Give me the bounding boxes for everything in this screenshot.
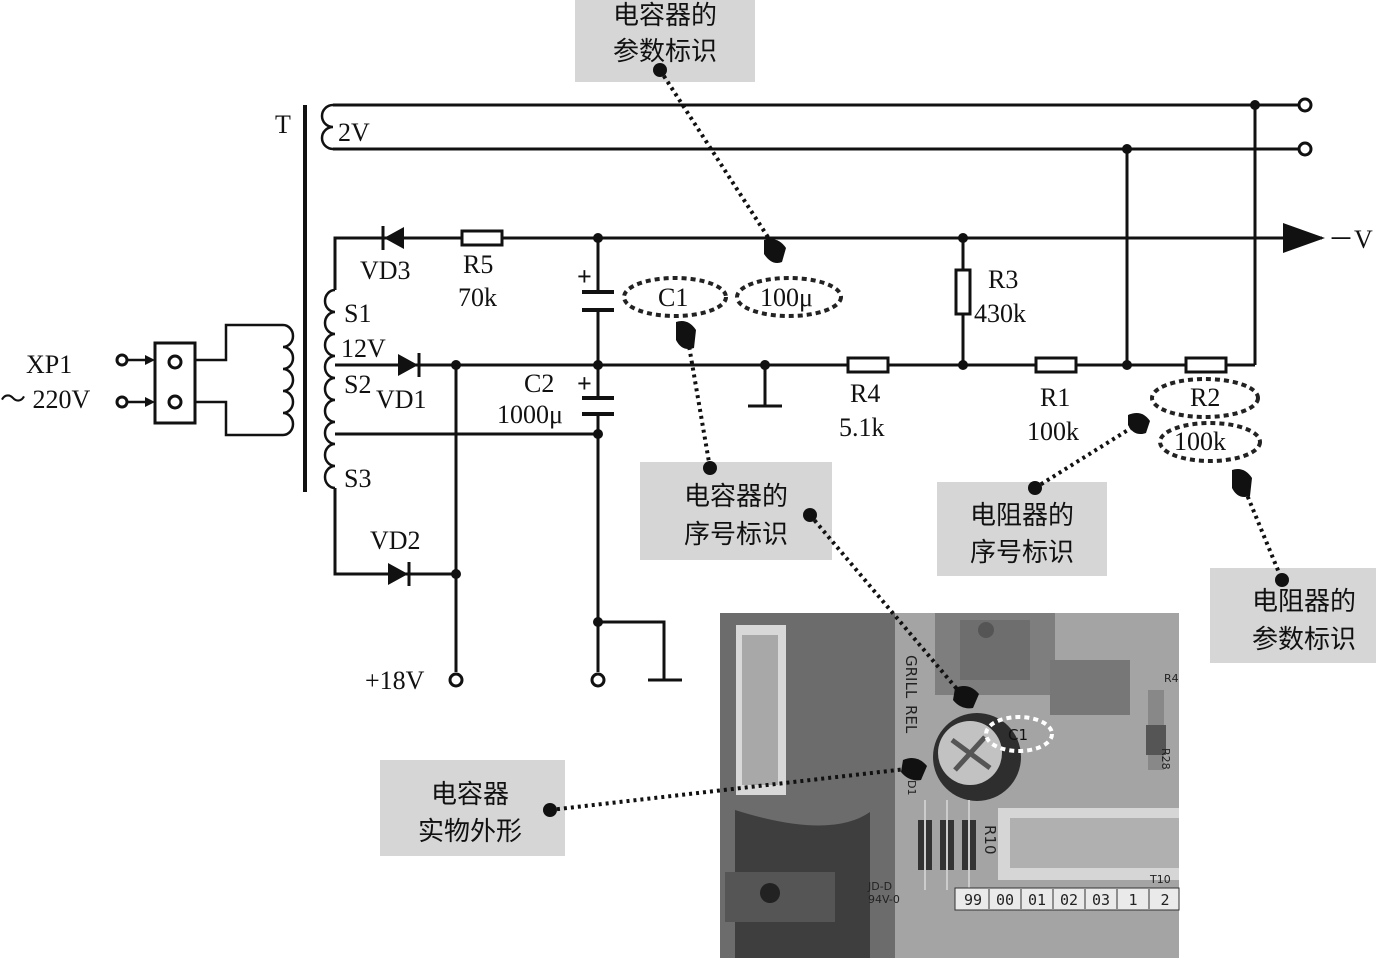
resistor-r4 [846, 356, 890, 374]
pcb-label-r4: R4 [1164, 672, 1179, 685]
svg-text:电阻器的: 电阻器的 [1252, 587, 1356, 617]
callout-res-param: 电阻器的 参数标识 [1210, 568, 1376, 663]
pcb-digit-03: 03 [1092, 891, 1110, 909]
svg-text:实物外形: 实物外形 [418, 817, 522, 847]
label-r2: R2 [1190, 383, 1220, 412]
highlight-r2-value [1158, 421, 1262, 463]
terminal-2v-top [1297, 97, 1313, 113]
svg-text:电容器: 电容器 [431, 780, 509, 810]
pcb-digit-1: 1 [1128, 891, 1137, 909]
label-r3: R3 [988, 265, 1018, 294]
pcb-label-d1: D1 [905, 780, 918, 795]
pcb-digit-row: 99 00 01 02 03 1 2 [964, 889, 1170, 909]
label-r4: R4 [850, 379, 880, 408]
c2-plus-sign: + [577, 369, 592, 398]
svg-text:参数标识: 参数标识 [1252, 625, 1356, 655]
label-vd2: VD2 [370, 526, 421, 555]
svg-text:电阻器的: 电阻器的 [970, 501, 1074, 531]
label-r1-value: 100k [1027, 417, 1079, 446]
capacitor-c2 [582, 396, 614, 416]
highlight-c1-value [735, 276, 843, 318]
svg-text:电容器的: 电容器的 [613, 1, 717, 31]
label-c1: C1 [658, 283, 688, 312]
label-r5: R5 [463, 250, 493, 279]
pcb-digit-02: 02 [1060, 891, 1078, 909]
label-neg-v: －V [1328, 225, 1373, 254]
label-s3: S3 [344, 464, 371, 493]
leader-lines [543, 63, 1289, 817]
label-vd1: VD1 [376, 385, 427, 414]
label-r1: R1 [1040, 383, 1070, 412]
pcb-digit-2: 2 [1160, 891, 1169, 909]
wires [333, 103, 1325, 682]
secondary-winding-2v [320, 103, 334, 151]
diode-vd3 [381, 226, 404, 250]
photo-highlight-c1 [984, 715, 1054, 753]
pcb-digit-01: 01 [1028, 891, 1046, 909]
plug-xp1 [115, 341, 197, 425]
pcb-label-grill: GRILL [902, 655, 920, 699]
resistor-r5 [460, 229, 504, 247]
capacitor-c1 [582, 290, 614, 312]
label-c1-value: 100μ [760, 283, 813, 312]
svg-text:序号标识: 序号标识 [970, 538, 1074, 568]
pcb-label-c1: C1 [1008, 726, 1028, 744]
pcb-digit-00: 00 [996, 891, 1014, 909]
capacitor-photo: 99 00 01 02 03 1 2 GRILL REL D1 R10 R28 R4 T10… [720, 613, 1180, 958]
junction-dots [451, 100, 1260, 627]
callout-res-seq: 电阻器的 序号标识 [937, 482, 1107, 576]
highlight-c1 [622, 276, 728, 318]
diode-vd2 [388, 562, 411, 586]
terminal-plus18v [448, 672, 464, 688]
resistor-r2 [1184, 356, 1228, 374]
label-s2: S2 [344, 370, 371, 399]
label-2v: 2V [338, 118, 370, 147]
callout-cap-seq: 电容器的 序号标识 [640, 462, 832, 560]
pcb-label-tag: T10 [1149, 873, 1171, 886]
label-c2-value: 1000μ [497, 400, 563, 429]
diode-vd1 [398, 353, 421, 377]
pcb-label-cert: JD-D [867, 880, 892, 893]
terminal-ground [590, 672, 606, 688]
label-s1: S1 [344, 299, 371, 328]
terminal-2v-bottom [1297, 141, 1313, 157]
pcb-label-r28: R28 [1159, 748, 1172, 770]
svg-text:参数标识: 参数标识 [613, 37, 717, 67]
label-xp1: XP1 [26, 350, 72, 379]
pcb-digit-99: 99 [964, 891, 982, 909]
c1-plus-sign: + [577, 262, 592, 291]
resistor-r3 [954, 268, 972, 316]
label-r3-value: 430k [974, 299, 1026, 328]
pcb-label-r10: R10 [981, 825, 999, 855]
callout-cap-photo: 电容器 实物外形 [380, 760, 565, 856]
highlight-r2 [1150, 377, 1260, 419]
secondary-winding-main [323, 288, 336, 490]
label-c2: C2 [524, 369, 554, 398]
label-vd3: VD3 [360, 256, 411, 285]
label-r5-value: 70k [458, 283, 497, 312]
svg-text:电容器的: 电容器的 [684, 482, 788, 512]
label-mains: ～ 220V [0, 385, 91, 414]
resistor-r1 [1034, 356, 1078, 374]
svg-text:序号标识: 序号标识 [684, 520, 788, 550]
label-plus18v: +18V [365, 666, 425, 695]
label-12v: 12V [341, 334, 386, 363]
pcb-label-rating: 94V-0 [868, 893, 900, 906]
pcb-label-rel: REL [902, 705, 920, 734]
label-r2-value: 100k [1174, 427, 1226, 456]
primary-winding [196, 323, 295, 437]
label-t: T [275, 110, 291, 139]
label-r4-value: 5.1k [839, 413, 885, 442]
